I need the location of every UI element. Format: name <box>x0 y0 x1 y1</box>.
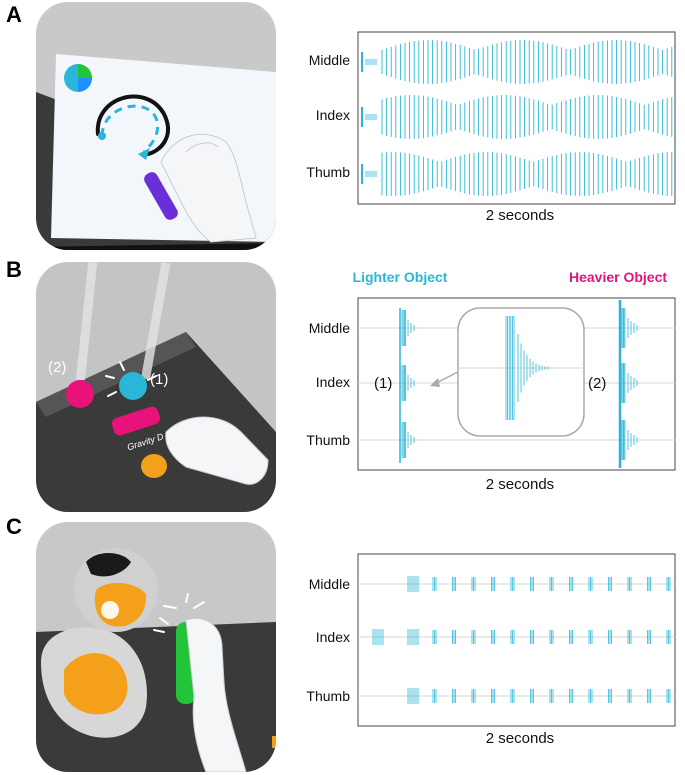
panel-letter-a: A <box>6 2 22 27</box>
hand-icon <box>160 133 257 243</box>
legend-heavier: Heavier Object <box>569 269 667 285</box>
orange-blob <box>141 454 167 478</box>
row-label-index: Index <box>316 374 350 390</box>
plot-a: Middle Index Thumb <box>300 30 680 210</box>
pen-icon <box>144 172 178 220</box>
arrow-head-icon <box>430 378 440 387</box>
scene-a-drawing <box>36 2 276 250</box>
panel-letter-c: C <box>6 514 22 539</box>
caption-a: 2 seconds <box>485 207 555 224</box>
row-label-thumb: Thumb <box>306 432 350 448</box>
row-label-middle: Middle <box>309 52 350 68</box>
scene-label-2: (2) <box>48 359 66 376</box>
scene-c-bust <box>36 522 276 772</box>
light-ball-icon <box>119 372 147 400</box>
hand-icon <box>185 618 247 772</box>
row-label-thumb: Thumb <box>306 688 350 704</box>
plot-b-waveforms <box>399 300 638 468</box>
plot-c-frame <box>357 553 676 727</box>
marker-2: (2) <box>588 375 606 392</box>
magenta-cylinder <box>111 406 161 436</box>
panel-letter-b: B <box>6 257 22 282</box>
row-label-index: Index <box>316 107 350 123</box>
scene-label-1: (1) <box>150 371 168 388</box>
plot-c-waveforms <box>372 576 671 704</box>
legend-lighter: Lighter Object <box>353 269 448 285</box>
caption-b: 2 seconds <box>485 476 555 493</box>
heavy-ball-icon <box>66 380 94 408</box>
plot-a-frame <box>357 31 676 205</box>
drawn-stroke <box>95 94 170 156</box>
row-label-middle: Middle <box>309 320 350 336</box>
plot-c: Middle Index Thumb <box>300 552 680 732</box>
marker-1: (1) <box>374 375 392 392</box>
row-label-middle: Middle <box>309 576 350 592</box>
scene-b-weights: (2) (1) Gravity D <box>36 262 276 512</box>
row-label-index: Index <box>316 629 350 645</box>
zoom-inset-waveform <box>505 316 549 420</box>
hand-icon <box>165 416 269 485</box>
row-label-thumb: Thumb <box>306 164 350 180</box>
plot-b-frame <box>357 297 676 471</box>
arrow-head-icon <box>138 148 150 160</box>
dashed-trajectory <box>100 104 159 154</box>
plot-a-waveforms <box>361 40 673 196</box>
caption-c: 2 seconds <box>485 730 555 747</box>
plot-b: Lighter Object Heavier Object Middle Ind… <box>300 268 680 478</box>
